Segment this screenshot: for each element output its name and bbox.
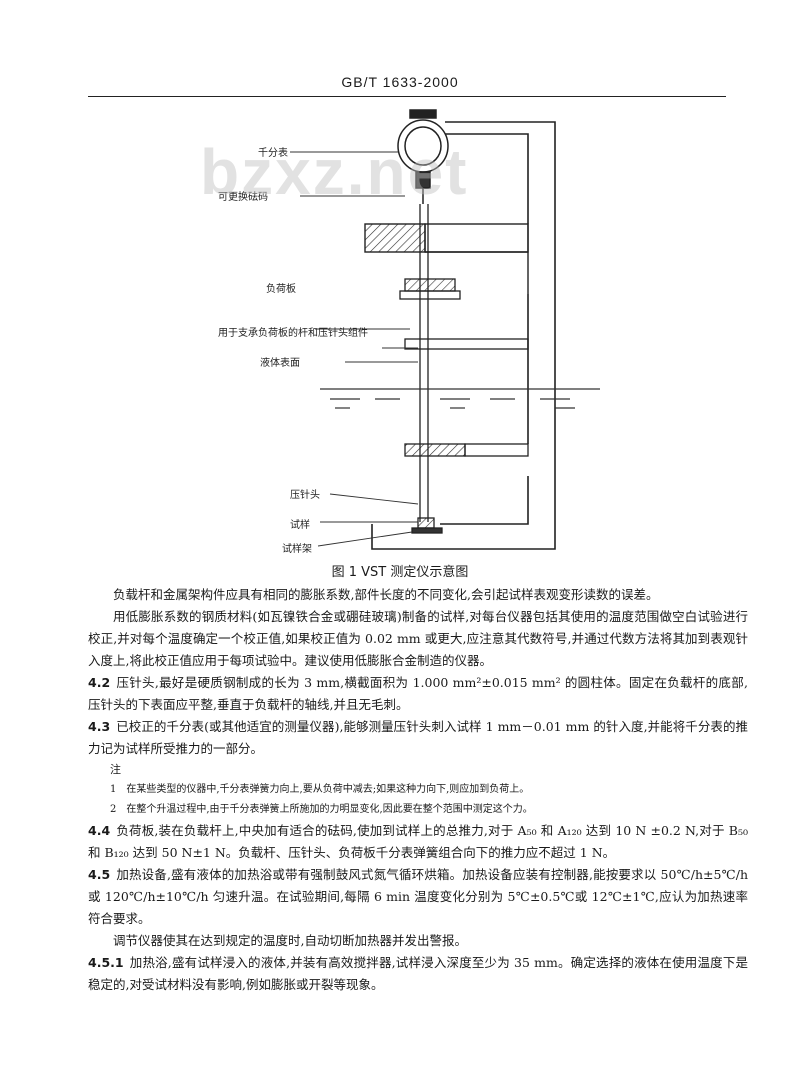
vst-apparatus-diagram bbox=[290, 109, 600, 550]
label-specimen: 试样 bbox=[290, 520, 310, 531]
watermark-logo: bzxz.net bbox=[200, 136, 469, 208]
section-text: 已校正的千分表(或其他适宜的测量仪器),能够测量压针头刺入试样 1 mm－0.0… bbox=[88, 719, 748, 756]
note-heading: 注 bbox=[110, 763, 121, 776]
section-number: 4.5.1 bbox=[88, 955, 124, 970]
section-text: 压针头,最好是硬质钢制成的长为 3 mm,横截面积为 1.000 mm²±0.0… bbox=[88, 675, 748, 712]
frame-outer-path bbox=[371, 121, 556, 550]
note-number: 2 bbox=[110, 804, 117, 815]
note-2: 2 在整个升温过程中,由于千分表弹簧上所施加的力明显变化,因此要在整个范围中测定这… bbox=[88, 800, 748, 820]
liquid-surface-lines bbox=[320, 388, 600, 409]
label-dial-gauge: 千分表 bbox=[258, 148, 288, 159]
header-rule bbox=[88, 96, 726, 97]
upper-plate-hatched bbox=[364, 223, 426, 253]
frame-inner-upper bbox=[445, 133, 529, 224]
label-adjustable-weight: 可更换砝码 bbox=[218, 192, 268, 203]
label-support-frame: 用于支承负荷板的杆和压针头组件 bbox=[218, 328, 368, 339]
paragraph: 调节仪器使其在达到规定的温度时,自动切断加热器并发出警报。 bbox=[113, 933, 467, 948]
lower-rings bbox=[404, 338, 529, 457]
body-text: 负载杆和金属架构件应具有相同的膨胀系数,部件长度的不同变化,会引起试样表观变形读… bbox=[88, 584, 748, 996]
load-plate bbox=[399, 278, 461, 300]
page-header: GB/T 1633-2000 bbox=[341, 74, 459, 90]
section-text: 加热设备,盛有液体的加热浴或带有强制鼓风式氮气循环烘箱。加热设备应装有控制器,能… bbox=[88, 867, 748, 926]
paragraph: 负载杆和金属架构件应具有相同的膨胀系数,部件长度的不同变化,会引起试样表观变形读… bbox=[113, 587, 659, 602]
load-rod bbox=[419, 204, 429, 522]
section-number: 4.2 bbox=[88, 675, 111, 690]
note-text: 在整个升温过程中,由于千分表弹簧上所施加的力明显变化,因此要在整个范围中测定这个… bbox=[126, 804, 533, 815]
label-liquid-surface: 液体表面 bbox=[260, 358, 300, 369]
section-text: 负荷板,装在负载杆上,中央加有适合的砝码,使加到试样上的总推力,对于 A₅₀ 和… bbox=[88, 823, 748, 860]
section-number: 4.5 bbox=[88, 867, 111, 882]
dial-gauge-shape bbox=[397, 109, 449, 204]
section-text: 加热浴,盛有试样浸入的液体,并装有高效搅拌器,试样浸入深度至少为 35 mm。确… bbox=[88, 955, 748, 992]
upper-plate bbox=[364, 223, 529, 294]
specimen-shape bbox=[411, 517, 443, 534]
figure-vst-apparatus: 千分表 可更换砝码 负荷板 用于支承负荷板的杆和压针头组件 液体表面 压针头 试… bbox=[0, 104, 800, 574]
label-indenter: 压针头 bbox=[290, 490, 320, 501]
section-number: 4.4 bbox=[88, 823, 111, 838]
upper-plate-right bbox=[424, 223, 529, 253]
frame-inner-lower bbox=[440, 476, 529, 525]
note-1: 1 在某些类型的仪器中,千分表弹簧力向上,要从负荷中减去;如果这种力向下,则应加到… bbox=[88, 780, 748, 800]
figure-caption: 图 1 VST 测定仪示意图 bbox=[331, 565, 469, 580]
note-number: 1 bbox=[110, 784, 117, 795]
section-number: 4.3 bbox=[88, 719, 111, 734]
paragraph: 用低膨胀系数的钢质材料(如瓦镍铁合金或硼硅玻璃)制备的试样,对每台仪器包括其使用… bbox=[88, 609, 748, 668]
leader-lines bbox=[290, 151, 419, 547]
metal-frame bbox=[371, 121, 556, 550]
label-specimen-support: 试样架 bbox=[282, 544, 312, 555]
label-load-plate: 负荷板 bbox=[266, 284, 296, 295]
note-text: 在某些类型的仪器中,千分表弹簧力向上,要从负荷中减去;如果这种力向下,则应加到负… bbox=[126, 784, 530, 795]
